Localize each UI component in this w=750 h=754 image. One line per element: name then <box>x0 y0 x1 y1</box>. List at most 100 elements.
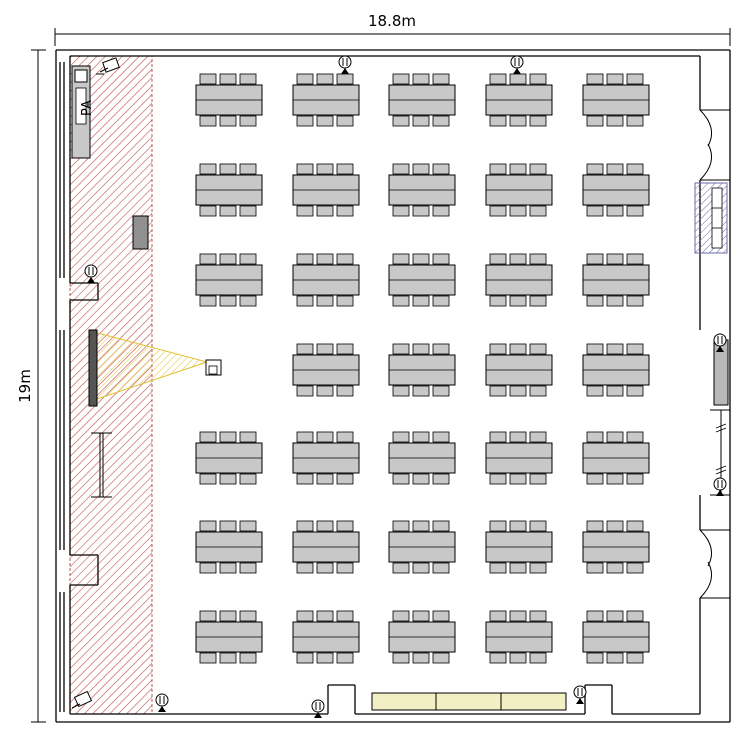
chair <box>529 562 547 574</box>
chair <box>432 385 450 397</box>
table-group <box>485 73 553 127</box>
chair <box>509 610 527 622</box>
table-group <box>292 73 360 127</box>
projection-screen <box>88 329 98 407</box>
chair <box>199 205 217 217</box>
table-group <box>195 163 263 217</box>
wall-panel-right <box>710 339 730 496</box>
storage-cabinet <box>694 182 728 254</box>
table-group <box>195 253 263 307</box>
chair <box>296 115 314 127</box>
chair <box>412 562 430 574</box>
bench <box>371 692 567 711</box>
chair <box>392 73 410 85</box>
chair <box>296 205 314 217</box>
chair <box>412 163 430 175</box>
pa-label: PA <box>80 100 95 116</box>
chair <box>509 115 527 127</box>
chair <box>392 295 410 307</box>
chair <box>316 385 334 397</box>
chair <box>336 652 354 664</box>
chair <box>316 652 334 664</box>
chair <box>509 73 527 85</box>
chair <box>392 205 410 217</box>
chair <box>489 652 507 664</box>
chair <box>239 431 257 443</box>
chair <box>239 473 257 485</box>
chair <box>336 385 354 397</box>
chair <box>626 253 644 265</box>
chair <box>626 431 644 443</box>
chair <box>239 115 257 127</box>
chair <box>199 115 217 127</box>
chair <box>199 473 217 485</box>
chair <box>296 562 314 574</box>
door-upper <box>699 109 730 181</box>
chair <box>412 385 430 397</box>
chair <box>199 520 217 532</box>
chair <box>336 473 354 485</box>
chair <box>392 473 410 485</box>
chair <box>489 520 507 532</box>
chair <box>432 115 450 127</box>
chair <box>316 205 334 217</box>
chair <box>509 520 527 532</box>
table-group <box>485 163 553 217</box>
chair <box>529 385 547 397</box>
camera-icon <box>96 57 120 75</box>
table-group <box>195 610 263 664</box>
chair <box>586 163 604 175</box>
chair <box>529 473 547 485</box>
chair <box>336 431 354 443</box>
chair <box>296 295 314 307</box>
height-dimension: 19m <box>16 49 46 723</box>
chair <box>412 343 430 355</box>
chair <box>529 115 547 127</box>
table-group <box>292 520 360 574</box>
chair <box>219 473 237 485</box>
chair <box>336 205 354 217</box>
chair <box>296 163 314 175</box>
chair <box>586 295 604 307</box>
chair <box>489 295 507 307</box>
chair <box>392 520 410 532</box>
chair <box>296 343 314 355</box>
table-group <box>388 253 456 307</box>
chair <box>219 610 237 622</box>
chair <box>489 163 507 175</box>
chair <box>626 520 644 532</box>
chair <box>219 205 237 217</box>
chair <box>239 520 257 532</box>
chair <box>219 652 237 664</box>
chair <box>606 385 624 397</box>
chair <box>219 253 237 265</box>
table-group <box>485 431 553 485</box>
chair <box>219 115 237 127</box>
chair <box>529 73 547 85</box>
door-lower <box>699 529 730 599</box>
chair <box>529 295 547 307</box>
chair <box>606 73 624 85</box>
chair <box>509 295 527 307</box>
walls <box>55 49 731 723</box>
chair <box>606 253 624 265</box>
chair <box>586 253 604 265</box>
chair <box>626 295 644 307</box>
table-group <box>388 343 456 397</box>
chair <box>586 115 604 127</box>
chair <box>412 73 430 85</box>
table-group <box>582 520 650 574</box>
chair <box>336 562 354 574</box>
chair <box>606 163 624 175</box>
chair <box>336 610 354 622</box>
chair <box>316 343 334 355</box>
chair <box>412 253 430 265</box>
chair <box>392 385 410 397</box>
chair <box>489 205 507 217</box>
chair <box>296 73 314 85</box>
chair <box>392 163 410 175</box>
chair <box>336 520 354 532</box>
chair <box>412 205 430 217</box>
chair <box>626 163 644 175</box>
chair <box>489 431 507 443</box>
